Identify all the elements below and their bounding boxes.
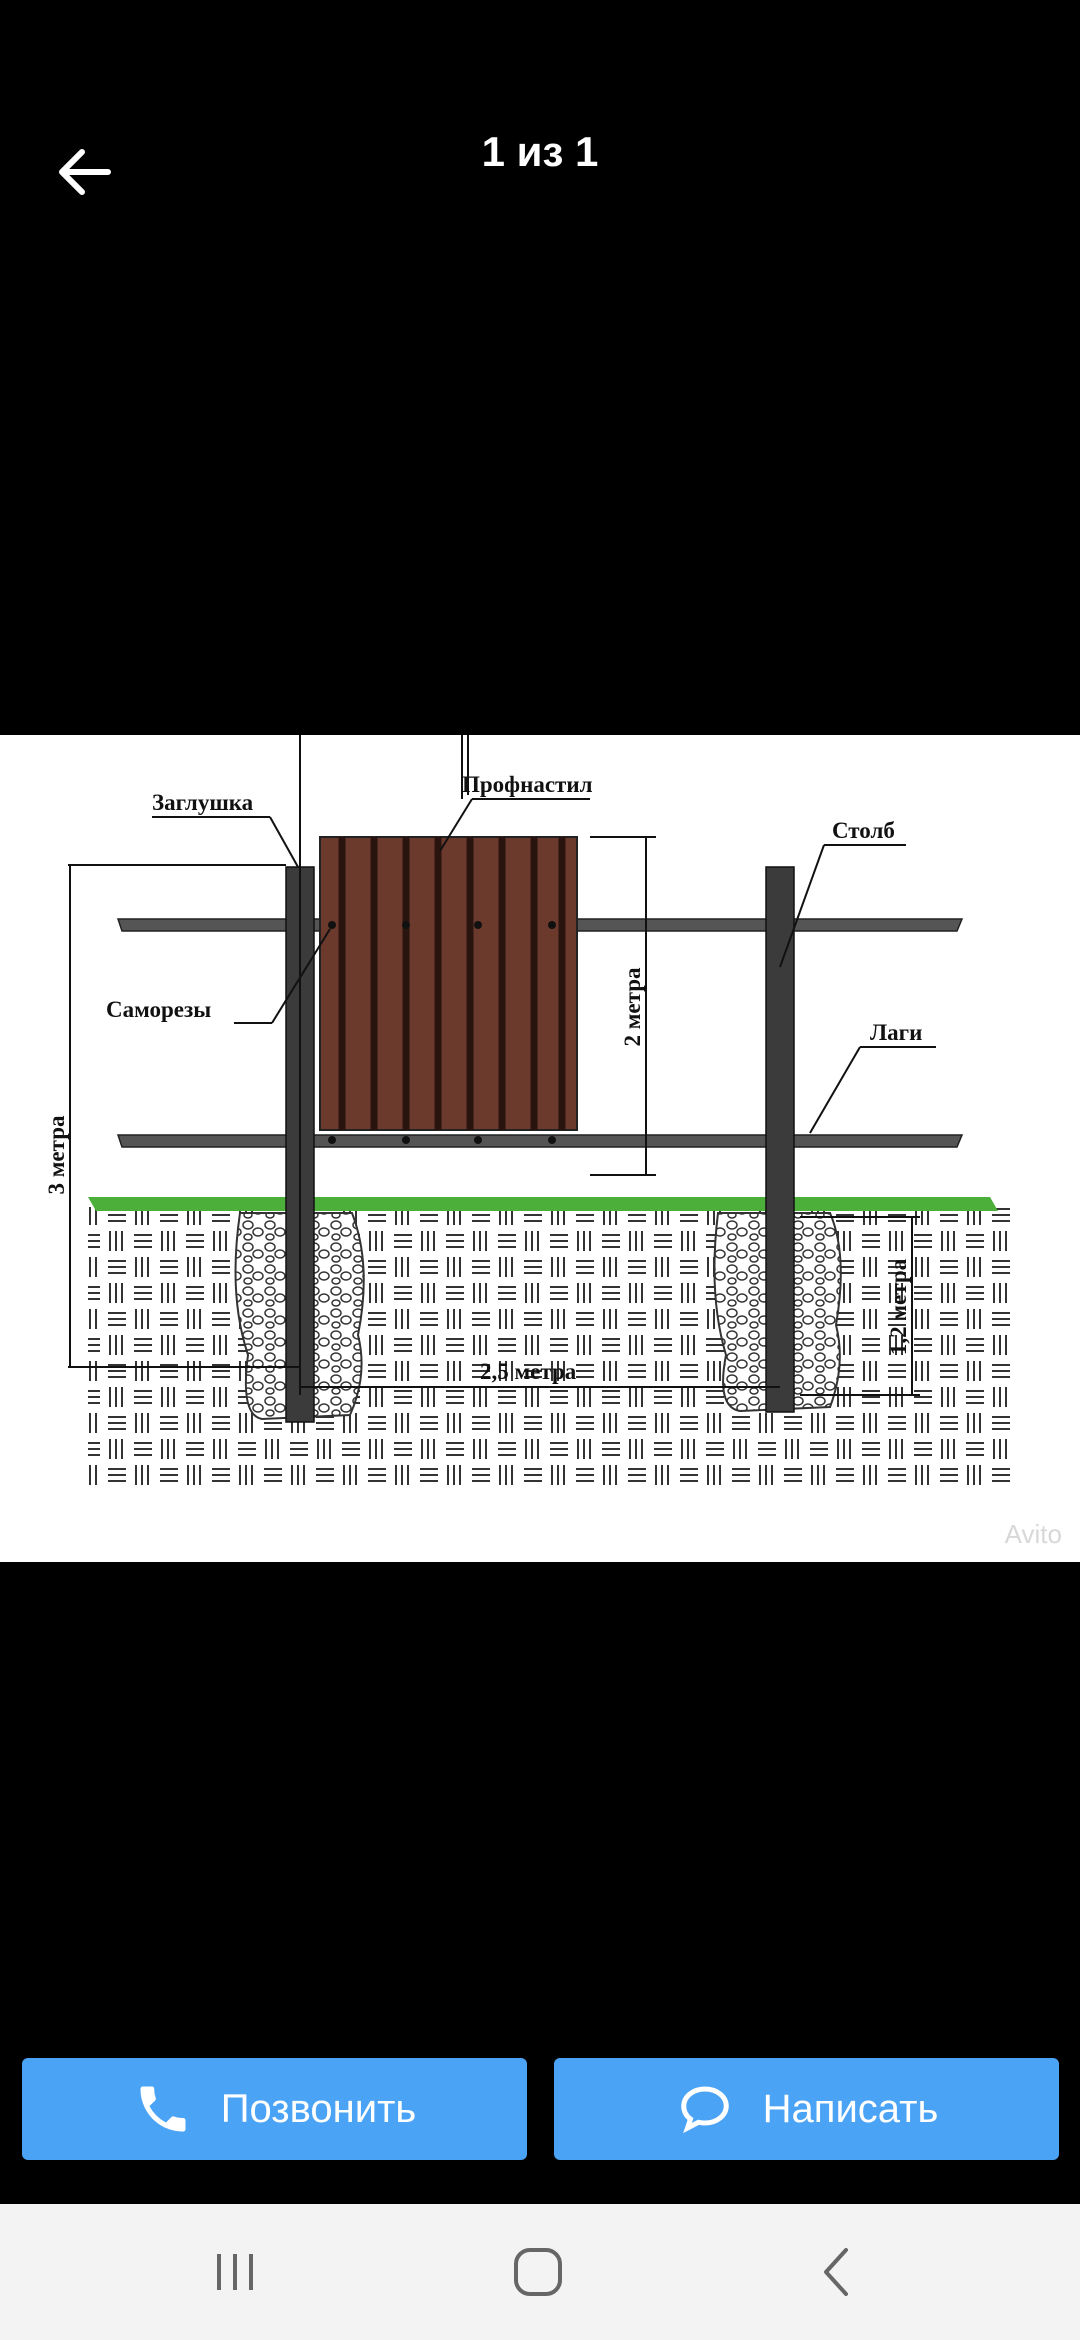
call-button-label: Позвонить [220,2086,417,2131]
message-button-label: Написать [762,2086,939,2131]
label-stolb: Столб [832,818,895,843]
message-button[interactable]: Написать [554,2058,1059,2160]
label-lagi: Лаги [870,1020,922,1045]
soil-pattern [88,1207,1016,1489]
watermark: Avito [1005,1519,1062,1549]
home-icon [514,2248,562,2296]
call-button[interactable]: Позвонить [22,2058,527,2160]
recent-apps-button[interactable] [205,2242,265,2302]
home-button[interactable] [508,2242,568,2302]
contact-actions: Позвонить Написать [0,2058,1080,2160]
leader-lines [152,735,936,1134]
post-right [765,866,795,1413]
system-nav-bar [0,2204,1080,2340]
arrow-left-icon [59,149,111,195]
recent-apps-icon [217,2254,253,2290]
viewer-header: 1 из 1 [0,0,1080,320]
back-arrow-button[interactable] [52,140,132,220]
label-samorezy: Саморезы [106,997,211,1022]
label-height-2m: 2 метра [620,967,645,1046]
image-counter: 1 из 1 [481,128,599,175]
phone-icon [133,2079,193,2139]
label-depth: 1,2 метра [886,1258,911,1355]
listing-photo[interactable]: Заглушка Профнастил Столб Саморезы Лаги … [0,735,1080,1562]
label-profnastil: Профнастил [462,772,593,797]
chat-bubble-icon [675,2079,735,2139]
profiled-sheet [319,836,578,1144]
label-zaglushka: Заглушка [152,790,254,815]
grass-line [88,1197,998,1211]
back-icon [824,2248,848,2296]
label-span: 2,5 метра [480,1359,577,1384]
dimension-lines [68,735,920,1396]
label-height-3m: 3 метра [44,1115,69,1194]
fence-diagram: Заглушка Профнастил Столб Саморезы Лаги … [44,735,1062,1549]
system-back-button[interactable] [808,2242,868,2302]
